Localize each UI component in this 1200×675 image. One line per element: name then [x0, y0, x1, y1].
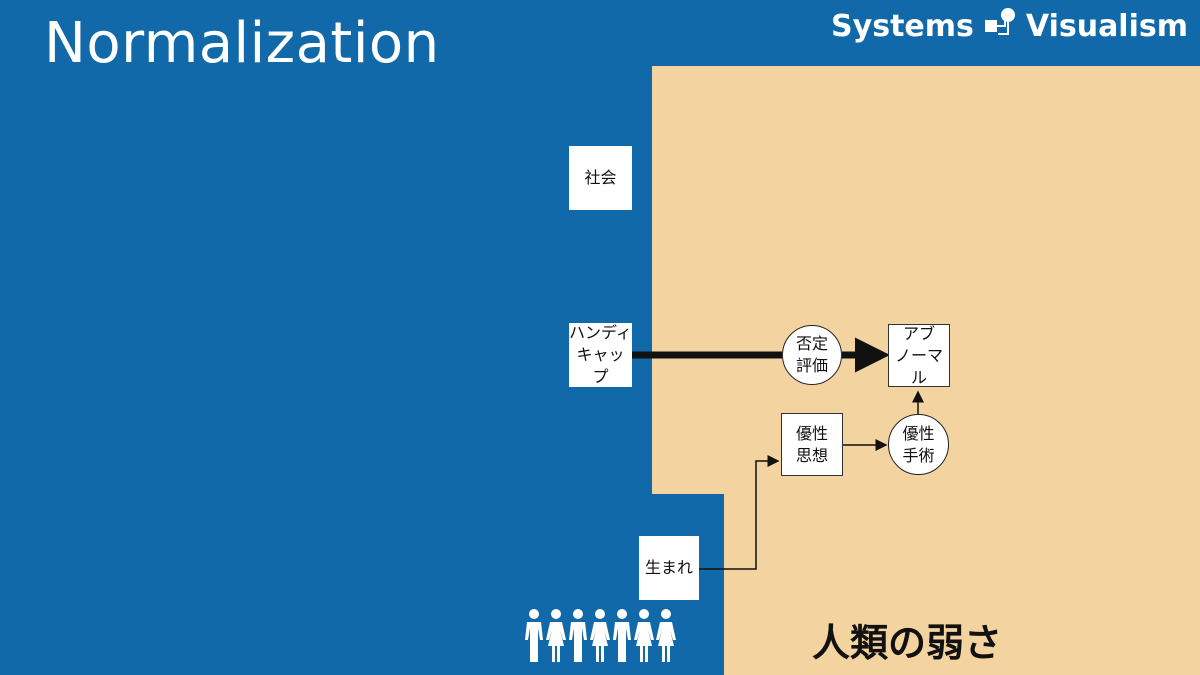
person-icon	[569, 609, 587, 662]
birth-box: 生まれ	[639, 536, 699, 600]
eugenics-thought-box: 優性思想	[781, 413, 843, 476]
person-icon	[525, 609, 543, 662]
society-box: 社会	[569, 146, 632, 210]
humanity-weakness-label: 人類の弱さ	[812, 621, 1003, 665]
person-icon	[590, 609, 610, 662]
systems-visualism-logo-icon	[984, 6, 1016, 46]
eugenics-surgery-node: 優性手術	[888, 414, 949, 475]
person-icon	[546, 609, 566, 662]
page-title: Normalization	[44, 11, 440, 76]
negative-evaluation-node: 否定評価	[782, 325, 842, 385]
brand-logo: Systems Visualism	[831, 6, 1188, 46]
brand-text-right: Visualism	[1025, 8, 1188, 44]
person-icon	[634, 609, 654, 662]
humanity-weakness-region-lower	[724, 490, 1200, 675]
abnormal-box: アブノーマル	[888, 324, 950, 387]
person-icon	[613, 609, 631, 662]
brand-text-left: Systems	[831, 8, 974, 44]
arrow-birth-to-eugenics-thought	[698, 455, 780, 570]
people-group-icon	[524, 608, 676, 664]
handicap-box: ハンディキャップ	[569, 323, 632, 387]
person-icon	[656, 609, 676, 662]
